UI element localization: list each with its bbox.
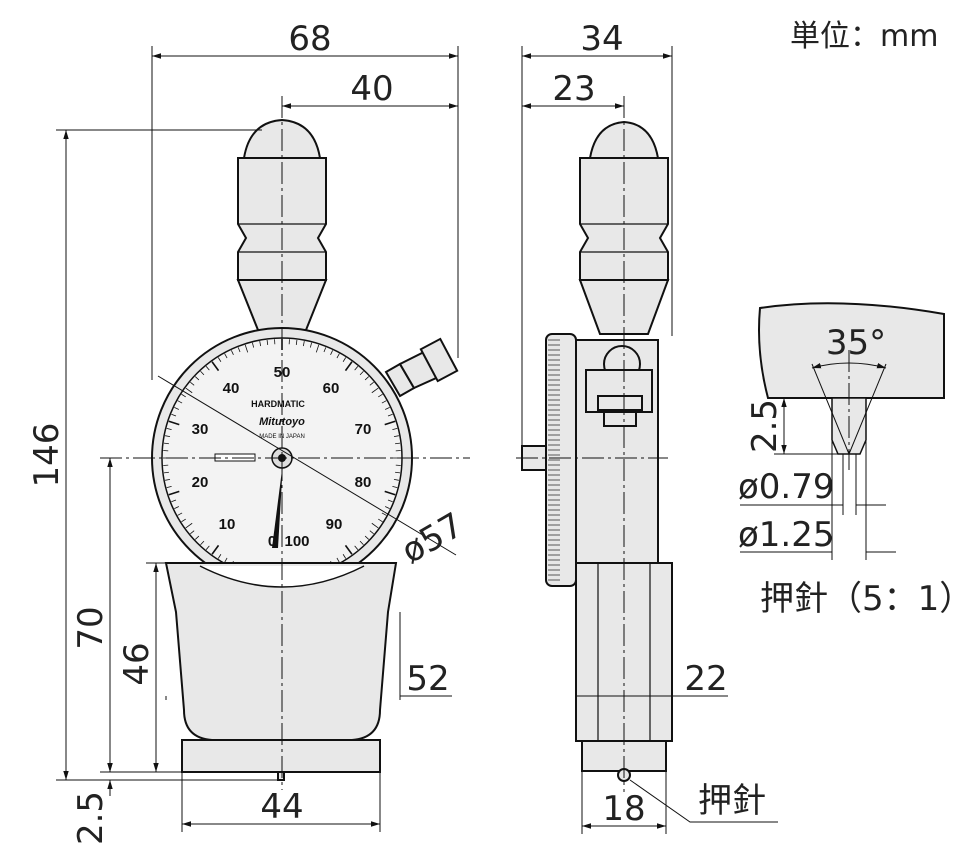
dial-model-label: HARDMATIC [251,399,305,409]
dial-label-0: 0 [268,533,276,550]
dial-label-70: 70 [355,421,372,438]
dim-side-cup: 22 [684,659,727,699]
dim-needle-length: 2.5 [71,791,111,845]
dial-label-100: 100 [284,533,309,550]
dim-side-depth: 34 [580,19,623,59]
side-view [516,96,673,792]
front-view: 50 40 60 30 70 20 80 10 90 0 100 HARDMAT… [100,96,470,790]
dial-label-60: 60 [323,380,340,397]
dim-side-foot: 18 [602,789,645,829]
base-foot [181,739,381,773]
dim-dial-diameter: ø57 [395,505,470,572]
dial-pointer [272,462,283,548]
bezel-knurl [548,339,560,581]
adjust-knob [384,337,459,398]
dial-label-30: 30 [192,421,209,438]
dim-overall-width: 68 [288,19,331,59]
needle-detail: 35° 2.5 ø0.79 ø1.25 押針（5：1） [738,302,964,619]
dim-cup-height: 46 [117,642,157,685]
detail-angle: 35° [826,323,886,363]
unit-label: 単位：mm [790,19,938,54]
side-dimensions: 34 23 22 18 押針 [521,19,778,834]
dial-label-80: 80 [355,474,372,491]
base-cup [164,562,398,741]
needle-label: 押針 [698,781,766,821]
dim-foot-width: 44 [260,787,303,827]
dial-label-20: 20 [192,474,209,491]
dim-side-center: 23 [552,69,595,109]
dim-center-offset: 40 [350,69,393,109]
detail-block [758,302,945,399]
dim-base-height: 70 [71,606,111,649]
detail-tip-diameter: ø0.79 [738,467,835,507]
dial-label-90: 90 [326,516,343,533]
dial-label-10: 10 [219,516,236,533]
detail-tip-length: 2.5 [745,399,785,453]
detail-caption: 押針（5：1） [760,579,964,619]
detail-shaft-diameter: ø1.25 [738,515,835,555]
dim-height: 146 [27,423,67,488]
dial-label-40: 40 [223,380,240,397]
dim-cup-width: 52 [406,659,449,699]
front-indenter [277,771,285,781]
